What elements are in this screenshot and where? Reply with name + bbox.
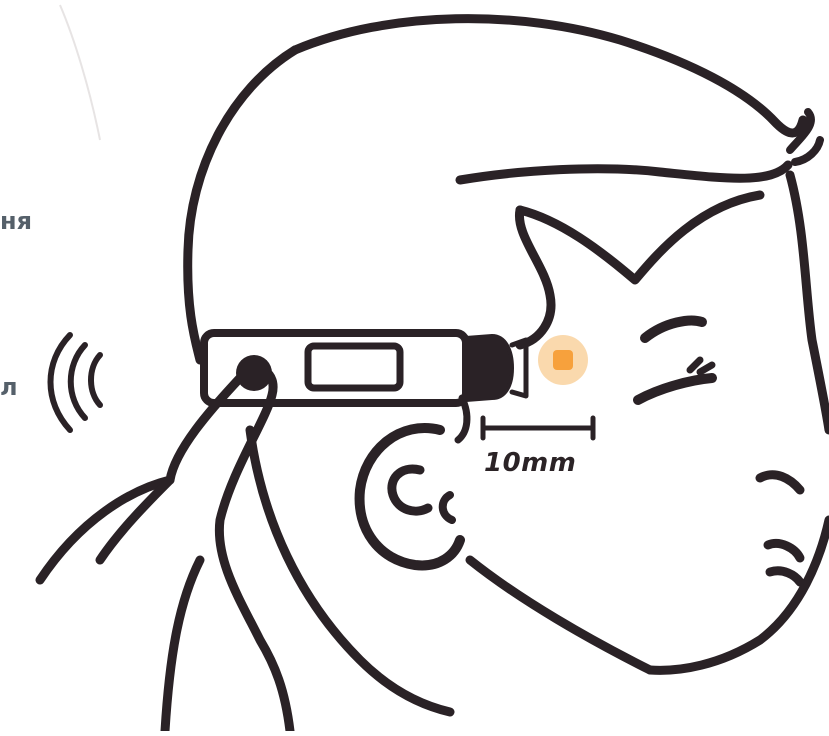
head-outline <box>295 19 803 133</box>
sketch-line <box>60 5 100 140</box>
ear-inner <box>392 469 428 511</box>
target-core <box>553 350 573 370</box>
hair-bangs-top <box>520 195 760 280</box>
finger-knuckle <box>100 480 200 731</box>
distance-label: 10mm <box>484 448 576 478</box>
back-of-head <box>188 50 295 360</box>
mouth <box>768 543 800 582</box>
thermometer-probe <box>466 336 512 400</box>
side-label-top: ня <box>0 207 32 235</box>
distance-indicator <box>483 418 593 438</box>
eyelash <box>690 360 712 372</box>
hand <box>40 369 290 731</box>
target-spot <box>538 335 588 385</box>
neck-contour <box>470 560 650 670</box>
hair-bangs <box>519 210 551 345</box>
nose <box>760 475 800 490</box>
eyebrow <box>645 321 702 338</box>
eye <box>638 378 712 400</box>
face-profile <box>790 175 829 430</box>
hairline <box>460 165 788 180</box>
thermometer <box>204 333 526 403</box>
thermometer-button <box>236 355 272 391</box>
chin-profile <box>650 520 829 670</box>
thermometer-display <box>308 346 400 388</box>
sound-waves-icon <box>51 335 101 430</box>
side-label-middle: л <box>0 373 18 401</box>
ear-inner-2 <box>443 495 452 520</box>
